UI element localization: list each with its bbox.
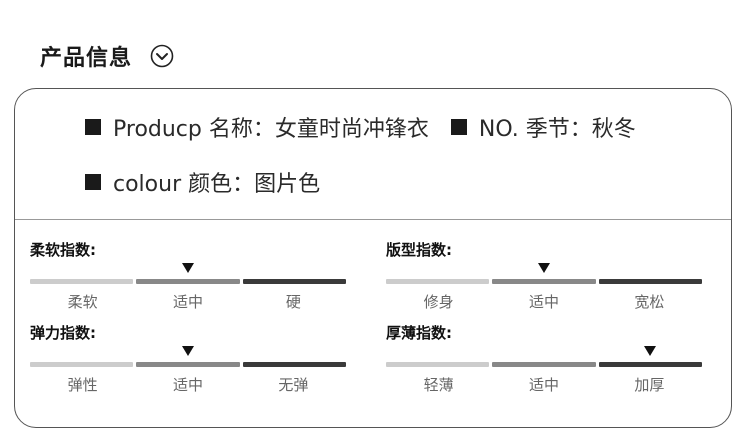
elasticity-label: 弹力指数: bbox=[30, 324, 96, 342]
season-text: NO. 季节：秋冬 bbox=[478, 117, 636, 142]
option-low: 修身 bbox=[423, 293, 454, 311]
scale-bar bbox=[30, 362, 346, 367]
chevron-down-circle-icon[interactable] bbox=[150, 44, 174, 68]
scale-bar bbox=[386, 279, 702, 284]
bullet-square-icon bbox=[85, 119, 101, 135]
softness-label: 柔软指数: bbox=[30, 241, 96, 259]
bullet-square-icon bbox=[85, 174, 101, 190]
option-high: 硬 bbox=[285, 293, 301, 311]
scale-segment-low bbox=[386, 362, 490, 367]
option-high: 加厚 bbox=[634, 376, 665, 394]
scale-options: 修身 适中 宽松 bbox=[386, 291, 702, 312]
scale-segment-high bbox=[598, 279, 702, 284]
option-low: 柔软 bbox=[67, 293, 98, 311]
scale-segment-low bbox=[30, 362, 134, 367]
scale-segment-low bbox=[386, 279, 490, 284]
scale-options: 柔软 适中 硬 bbox=[30, 291, 346, 312]
bullet-square-icon bbox=[450, 119, 467, 135]
scale-bar bbox=[386, 362, 702, 367]
option-mid: 适中 bbox=[172, 293, 203, 311]
selected-marker-icon bbox=[182, 263, 194, 273]
product-name-text: Producp 名称：女童时尚冲锋衣 bbox=[113, 117, 429, 142]
selected-marker-icon bbox=[538, 263, 550, 273]
scale-segment-mid bbox=[136, 279, 240, 284]
scale-segment-high bbox=[242, 279, 346, 284]
scale-segment-mid bbox=[492, 362, 596, 367]
scale-segment-low bbox=[30, 279, 134, 284]
option-low: 弹性 bbox=[67, 376, 98, 394]
option-mid: 适中 bbox=[528, 376, 559, 394]
product-info-card: Producp 名称：女童时尚冲锋衣 NO. 季节：秋冬 colour 颜色：图… bbox=[14, 88, 732, 428]
option-mid: 适中 bbox=[528, 293, 559, 311]
scale-options: 轻薄 适中 加厚 bbox=[386, 374, 702, 395]
thickness-label: 厚薄指数: bbox=[386, 324, 452, 342]
selected-marker-icon bbox=[644, 346, 657, 356]
divider bbox=[15, 219, 731, 220]
info-line-2: colour 颜色：图片色 bbox=[85, 166, 320, 198]
option-mid: 适中 bbox=[172, 376, 203, 394]
option-low: 轻薄 bbox=[423, 376, 454, 394]
scale-segment-mid bbox=[492, 279, 596, 284]
info-line-1: Producp 名称：女童时尚冲锋衣 NO. 季节：秋冬 bbox=[85, 111, 636, 143]
colour-text: colour 颜色：图片色 bbox=[113, 172, 321, 197]
scale-segment-high bbox=[242, 362, 346, 367]
scale-options: 弹性 适中 无弹 bbox=[30, 374, 346, 395]
section-header: 产品信息 bbox=[40, 40, 174, 72]
selected-marker-icon bbox=[182, 346, 194, 356]
page-title: 产品信息 bbox=[40, 46, 133, 71]
scale-segment-mid bbox=[136, 362, 240, 367]
option-high: 无弹 bbox=[278, 376, 309, 394]
fit-label: 版型指数: bbox=[386, 241, 452, 259]
option-high: 宽松 bbox=[634, 293, 665, 311]
scale-bar bbox=[30, 279, 346, 284]
scale-segment-high bbox=[598, 362, 702, 367]
